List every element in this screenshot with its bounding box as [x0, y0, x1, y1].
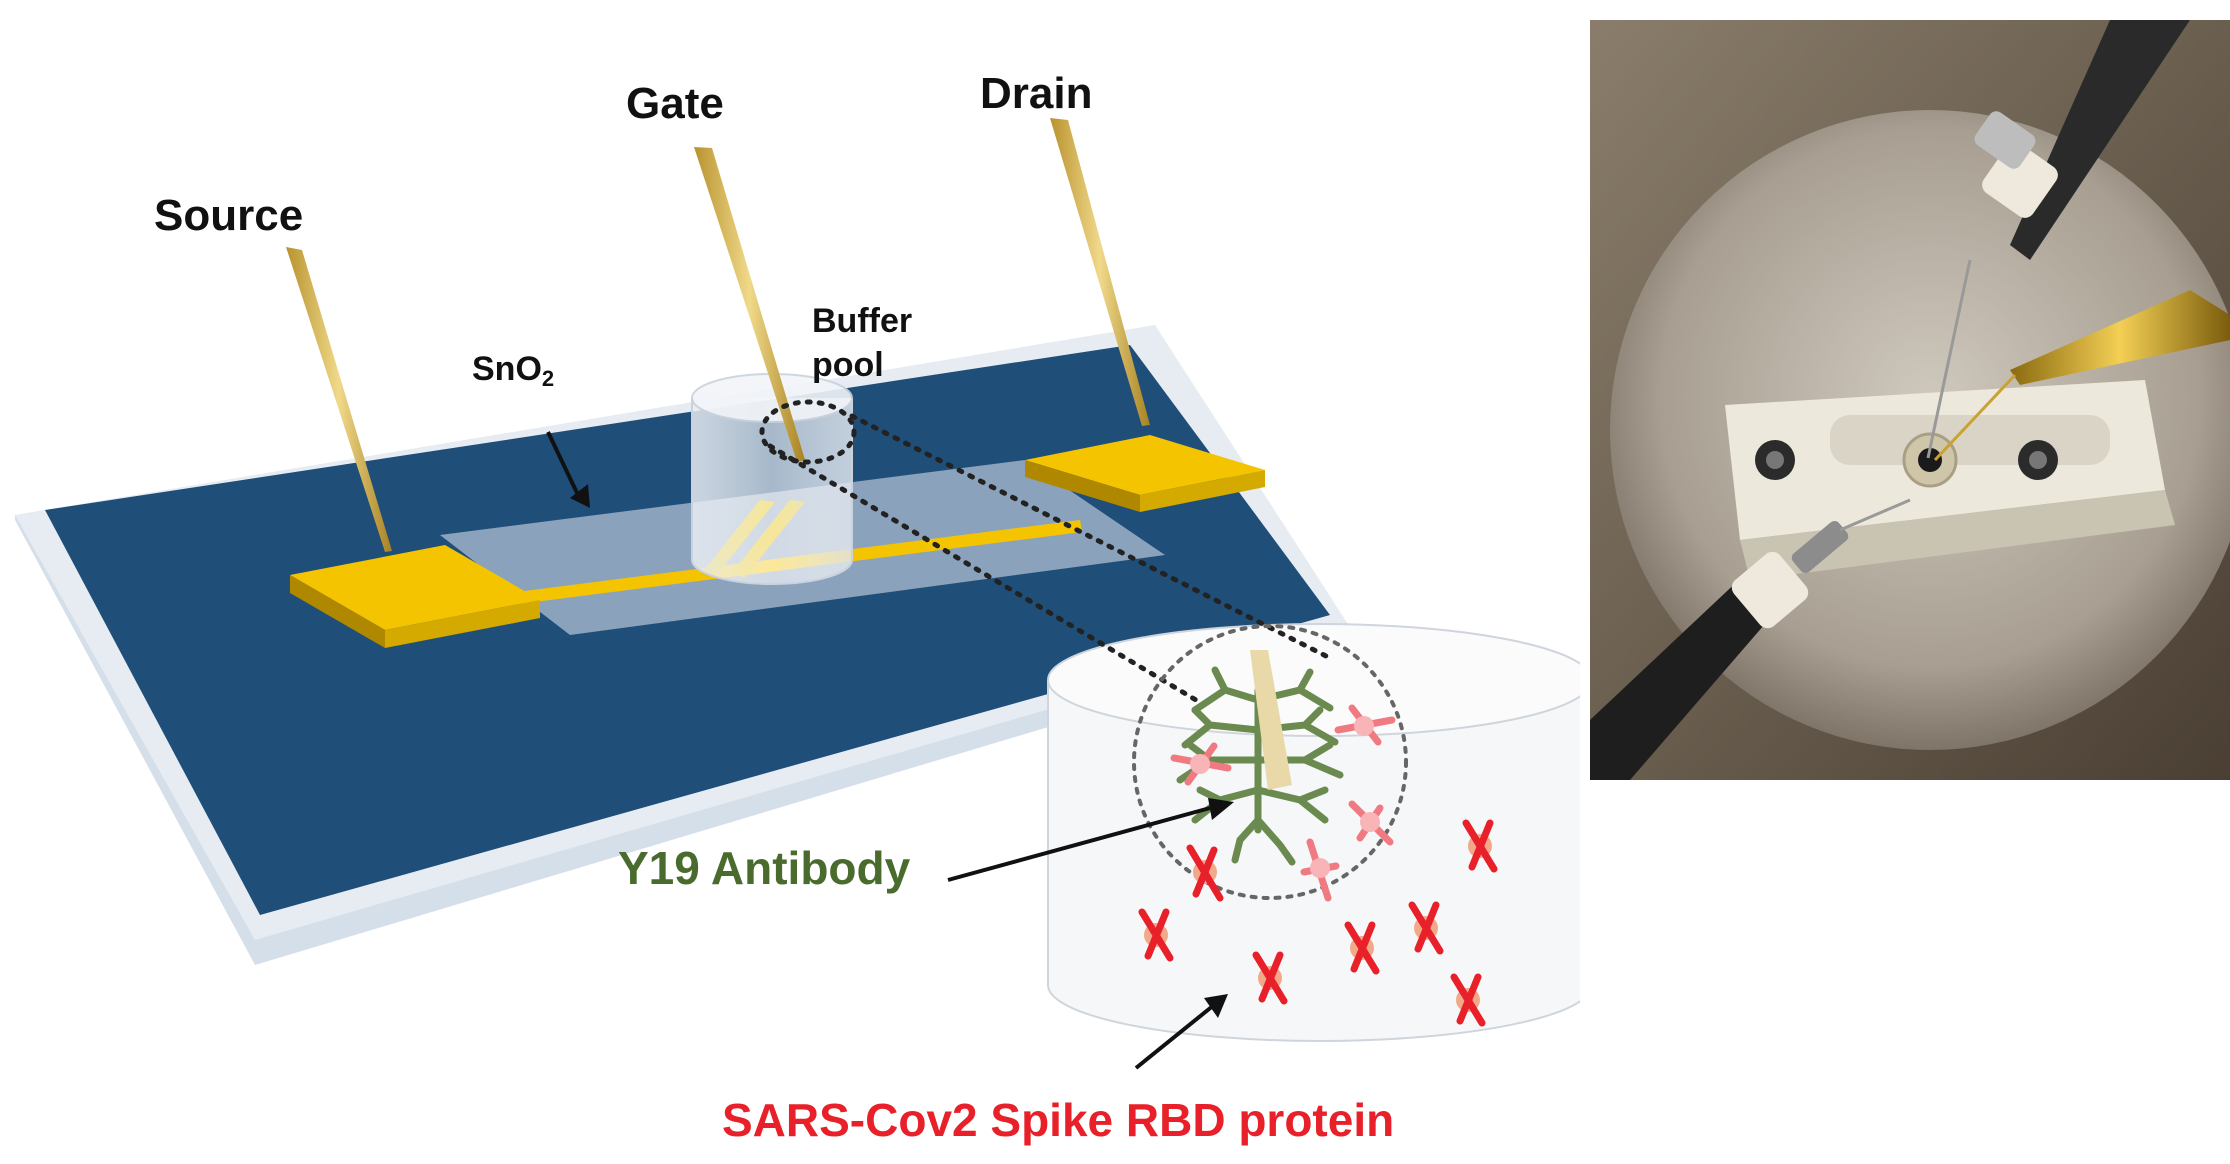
antibody-label: Y19 Antibody — [618, 842, 911, 894]
rbd-protein — [1252, 951, 1288, 1005]
zoom-origin-circle — [759, 399, 857, 465]
probe-arm-bottom — [1590, 498, 1911, 780]
probe-station-photo — [1590, 20, 2230, 780]
drain-label: Drain — [980, 69, 1092, 118]
rbd-protein — [1186, 844, 1224, 902]
zoomed-buffer-pool — [1047, 623, 1580, 1042]
drain-pad — [1025, 435, 1265, 512]
rbd-protein — [1138, 908, 1174, 962]
sample-holder — [1725, 380, 2175, 580]
probe-arm-top — [1926, 20, 2190, 459]
gate-probe-tip — [1250, 650, 1292, 790]
buffer-pool-label-line1: Buffer — [812, 302, 912, 340]
gate-label: Gate — [626, 79, 724, 128]
drain-probe — [1050, 118, 1150, 426]
fet-biosensor-diagram: Source Gate Drain SnO2 Buffer pool Y19 A… — [15, 69, 1580, 1146]
source-label: Source — [154, 191, 303, 240]
rbd-protein — [1462, 819, 1498, 873]
rbd-protein — [1344, 921, 1380, 975]
source-probe — [286, 247, 392, 552]
rbd-protein — [1408, 901, 1444, 955]
bound-proteins — [1170, 704, 1396, 902]
buffer-pool — [691, 373, 853, 585]
probe-arm-right — [1933, 290, 2230, 462]
gate-probe — [694, 147, 805, 462]
zoom-target-circle — [1132, 624, 1408, 900]
rbd-protein-label: SARS-Cov2 Spike RBD protein — [722, 1094, 1394, 1146]
rbd-protein — [1450, 973, 1486, 1027]
source-pad — [290, 545, 540, 648]
buffer-pool-label-line2: pool — [812, 346, 884, 384]
annotation-arrows — [546, 431, 1234, 1070]
zoom-connectors — [767, 413, 1329, 703]
free-proteins — [1138, 819, 1498, 1027]
sno2-label: SnO2 — [472, 350, 554, 391]
